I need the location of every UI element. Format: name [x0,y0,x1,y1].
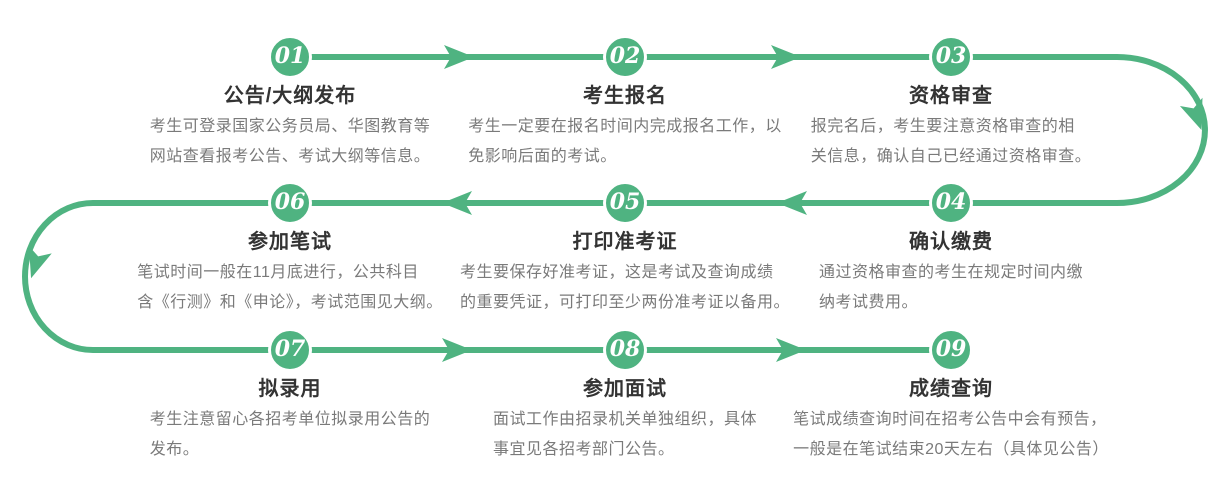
step-title: 参加笔试 [248,231,332,253]
step-number-badge: 03 [929,35,973,79]
description-line: 考生一定要在报名时间内完成报名工作，以 [468,118,782,135]
step-description: 面试工作由招录机关单独组织，具体 事宜见各招考部门公告。 [450,405,800,465]
description-line: 报完名后，考生要注意资格审查的相 [810,118,1075,135]
step-06-written-exam: 06 参加笔试 笔试时间一般在11月底进行，公共科目 含《行测》和《申论》，考试… [115,181,465,318]
step-04-payment: 04 确认缴费 通过资格审查的考生在规定时间内缴 纳考试费用。 [776,181,1126,318]
step-02-registration: 02 考生报名 考生一定要在报名时间内完成报名工作，以 免影响后面的考试。 [450,35,800,172]
step-number-badge: 05 [603,181,647,225]
step-description: 考生可登录国家公务员局、华图教育等 网站查看报考公告、考试大纲等信息。 [115,112,465,172]
step-title: 参加面试 [583,378,667,400]
step-description: 考生要保存好准考证，这是考试及查询成绩 的重要凭证，可打印至少两份准考证以备用。 [450,258,800,318]
arrow-right-icon [442,338,472,362]
step-title: 确认缴费 [909,231,993,253]
description-line: 考生注意留心各招考单位拟录用公告的 [149,411,431,428]
description-line: 面试工作由招录机关单独组织，具体 [492,411,757,428]
arrow-curve-down-icon [28,245,52,279]
arrow-curve-down-icon [1179,97,1203,131]
description-line: 一般是在笔试结束20天左右（具体见公告） [793,441,1109,458]
description-line: 笔试时间一般在11月底进行，公共科目 [137,264,419,281]
step-title: 成绩查询 [909,378,993,400]
step-title: 公告/大纲发布 [223,85,357,107]
description-line: 笔试成绩查询时间在招考公告中会有预告， [793,411,1107,428]
description-line: 的重要凭证，可打印至少两份准考证以备用。 [459,294,790,311]
step-number-badge: 09 [929,328,973,372]
arrow-left-icon [777,191,807,215]
step-description: 报完名后，考生要注意资格审查的相 关信息，确认自己已经通过资格审查。 [776,112,1126,172]
step-number-badge: 07 [268,328,312,372]
step-09-score-inquiry: 09 成绩查询 笔试成绩查询时间在招考公告中会有预告， 一般是在笔试结束20天左… [776,328,1126,465]
step-description: 通过资格审查的考生在规定时间内缴 纳考试费用。 [776,258,1126,318]
description-line: 免影响后面的考试。 [468,148,617,165]
snake-flow-line [22,54,1208,353]
step-title: 拟录用 [258,378,322,400]
step-description: 考生注意留心各招考单位拟录用公告的 发布。 [115,405,465,465]
step-07-proposed-hiring: 07 拟录用 考生注意留心各招考单位拟录用公告的 发布。 [115,328,465,465]
step-number: 06 [274,189,306,215]
step-number: 03 [935,43,967,69]
step-number-badge: 01 [268,35,312,79]
description-line: 关信息，确认自己已经通过资格审查。 [810,148,1092,165]
step-number: 01 [274,43,306,69]
step-05-print-admission-ticket: 05 打印准考证 考生要保存好准考证，这是考试及查询成绩 的重要凭证，可打印至少… [450,181,800,318]
arrow-right-icon [776,338,806,362]
step-description: 笔试时间一般在11月底进行，公共科目 含《行测》和《申论》，考试范围见大纲。 [115,258,465,318]
description-line: 含《行测》和《申论》，考试范围见大纲。 [137,294,443,311]
step-title: 考生报名 [583,85,667,107]
description-line: 发布。 [149,441,200,458]
step-number: 02 [609,43,641,69]
step-description: 考生一定要在报名时间内完成报名工作，以 免影响后面的考试。 [450,112,800,172]
arrow-left-icon [442,191,472,215]
description-line: 考生要保存好准考证，这是考试及查询成绩 [459,264,774,281]
step-number-badge: 08 [603,328,647,372]
description-line: 事宜见各招考部门公告。 [492,441,675,458]
step-01-announcement: 01 公告/大纲发布 考生可登录国家公务员局、华图教育等 网站查看报考公告、考试… [115,35,465,172]
arrow-right-icon [771,45,801,69]
step-number: 04 [935,189,967,215]
step-title: 资格审查 [909,85,993,107]
step-number-badge: 02 [603,35,647,79]
arrow-right-icon [444,45,474,69]
step-number-badge: 04 [929,181,973,225]
step-number: 05 [609,189,641,215]
description-line: 纳考试费用。 [818,294,918,311]
description-line: 通过资格审查的考生在规定时间内缴 [818,264,1083,281]
description-line: 网站查看报考公告、考试大纲等信息。 [149,148,431,165]
step-03-qualification-review: 03 资格审查 报完名后，考生要注意资格审查的相 关信息，确认自己已经通过资格审… [776,35,1126,172]
description-line: 考生可登录国家公务员局、华图教育等 [149,118,431,135]
step-number: 07 [274,336,306,362]
step-08-interview: 08 参加面试 面试工作由招录机关单独组织，具体 事宜见各招考部门公告。 [450,328,800,465]
step-number-badge: 06 [268,181,312,225]
step-title: 打印准考证 [572,231,678,253]
step-number: 09 [935,336,967,362]
step-number: 08 [609,336,641,362]
step-description: 笔试成绩查询时间在招考公告中会有预告， 一般是在笔试结束20天左右（具体见公告） [776,405,1126,465]
